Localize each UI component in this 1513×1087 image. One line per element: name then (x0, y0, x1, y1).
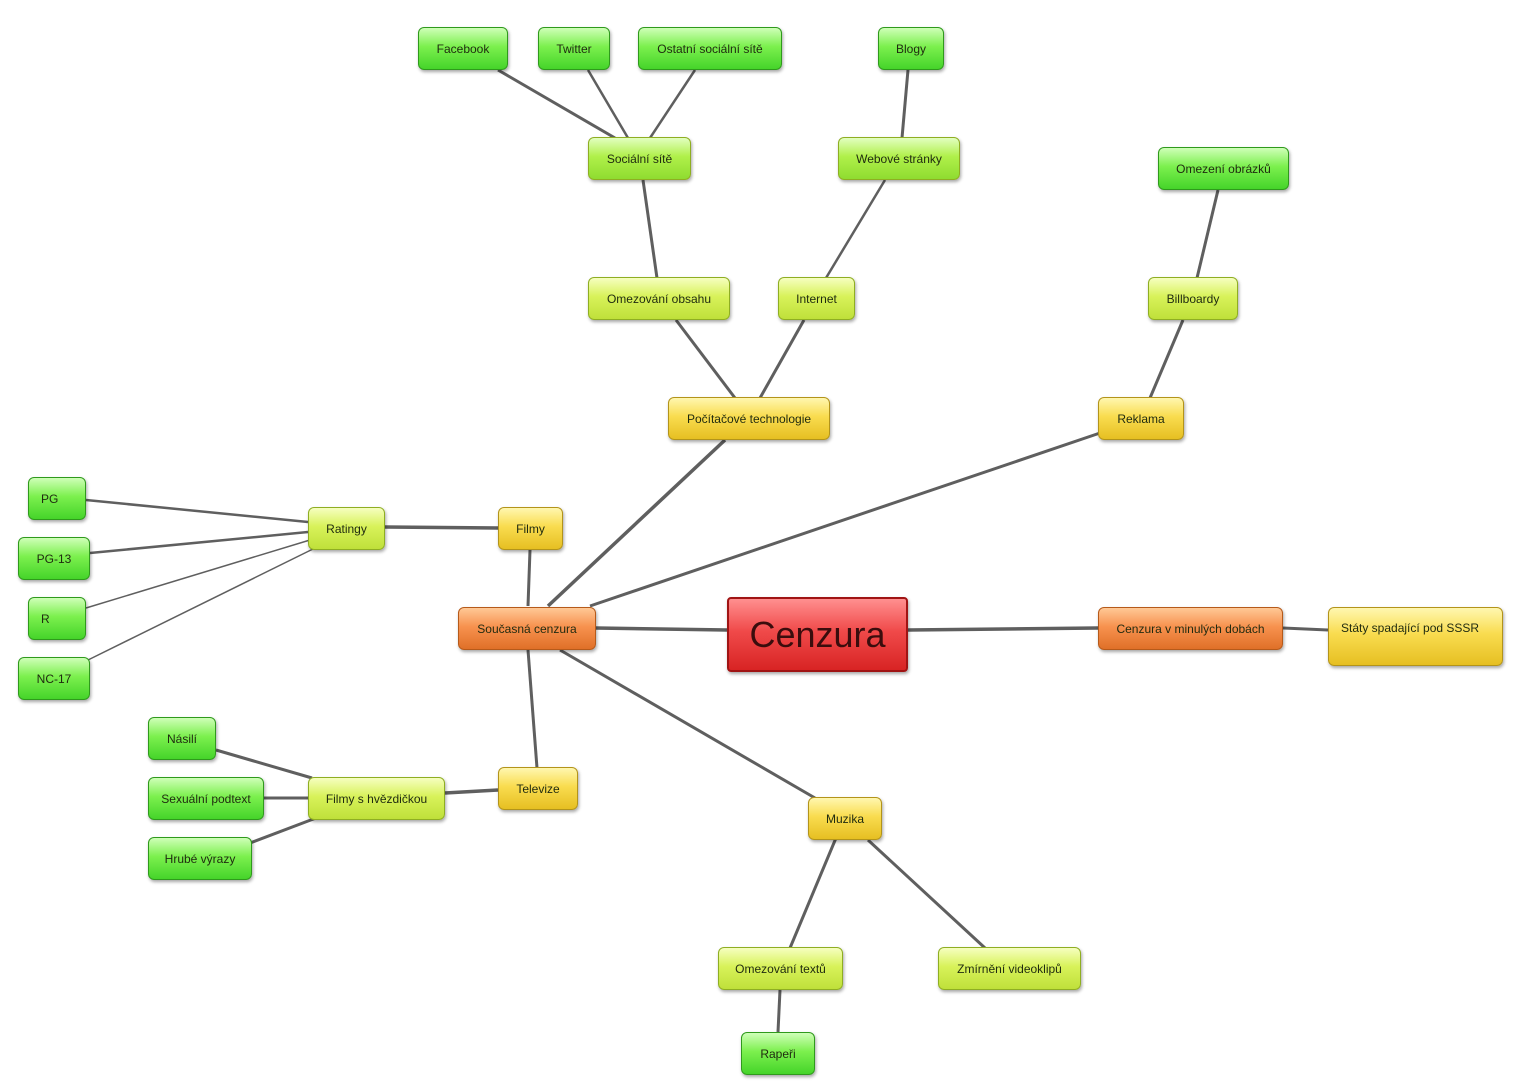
link-reklama-billboardy (1148, 319, 1185, 399)
link-omezovani-socialni (641, 179, 659, 279)
link-omezovani-textu-raperi (776, 989, 782, 1033)
link-socialni-ostatni (648, 69, 697, 139)
node-televize[interactable]: Televize (498, 767, 578, 810)
link-webove-blogy (900, 69, 910, 139)
node-omezovani-textu[interactable]: Omezování textů (718, 947, 843, 990)
node-r[interactable]: R (28, 597, 86, 640)
node-omezeni-obrazku[interactable]: Omezení obrázků (1158, 147, 1289, 190)
node-raperi[interactable]: Rapeři (741, 1032, 815, 1075)
link-ratingy-pg13 (89, 530, 309, 555)
node-pocitacove-technologie[interactable]: Počítačové technologie (668, 397, 830, 440)
link-soucasna-reklama (589, 431, 1101, 608)
node-nasili[interactable]: Násilí (148, 717, 216, 760)
link-hvezdicka-hrube (249, 816, 317, 845)
link-muzika-zmirneni (866, 838, 987, 950)
node-filmy[interactable]: Filmy (498, 507, 563, 550)
node-filmy-s-hvezdickou[interactable]: Filmy s hvězdičkou (308, 777, 445, 820)
link-soucasna-pocitacove (546, 438, 727, 608)
link-soucasna-filmy (526, 549, 532, 607)
link-ratingy-r (85, 539, 311, 609)
node-blogy[interactable]: Blogy (878, 27, 944, 70)
link-ratingy-nc17 (87, 547, 316, 661)
node-twitter[interactable]: Twitter (538, 27, 610, 70)
link-pocitacove-internet (758, 319, 806, 399)
node-zmirneni-videoklipu[interactable]: Zmírnění videoklipů (938, 947, 1081, 990)
link-ratingy-pg (85, 498, 309, 524)
link-internet-webove (824, 179, 887, 279)
node-pg-13[interactable]: PG-13 (18, 537, 90, 580)
node-soucasna-cenzura[interactable]: Současná cenzura (458, 607, 596, 650)
node-muzika[interactable]: Muzika (808, 797, 882, 840)
node-webove-stranky[interactable]: Webové stránky (838, 137, 960, 180)
node-ostatni-socialni-site[interactable]: Ostatní sociální sítě (638, 27, 782, 70)
link-muzika-omezovani-textu (788, 837, 838, 949)
node-hrube-vyrazy[interactable]: Hrubé výrazy (148, 837, 252, 880)
link-filmy-ratingy (384, 525, 499, 530)
node-internet[interactable]: Internet (778, 277, 855, 320)
link-socialni-facebook (497, 68, 616, 140)
link-soucasna-televize (526, 649, 539, 769)
link-soucasna-muzika (559, 648, 816, 800)
link-cenzura-minule (907, 626, 1099, 632)
node-nc-17[interactable]: NC-17 (18, 657, 90, 700)
node-staty-sssr[interactable]: Státy spadající pod SSSR (1328, 607, 1503, 666)
node-ratingy[interactable]: Ratingy (308, 507, 385, 550)
node-sexualni-podtext[interactable]: Sexuální podtext (148, 777, 264, 820)
node-pg[interactable]: PG (28, 477, 86, 520)
node-cenzura-v-minulych-dobach[interactable]: Cenzura v minulých dobách (1098, 607, 1283, 650)
node-cenzura[interactable]: Cenzura (727, 597, 908, 672)
node-socialni-site[interactable]: Sociální sítě (588, 137, 691, 180)
node-reklama[interactable]: Reklama (1098, 397, 1184, 440)
link-socialni-twitter (586, 69, 630, 139)
link-billboardy-omezeni (1195, 189, 1220, 279)
link-cenzura-soucasna (595, 626, 728, 632)
node-billboardy[interactable]: Billboardy (1148, 277, 1238, 320)
link-minule-sssr (1282, 626, 1329, 632)
node-facebook[interactable]: Facebook (418, 27, 508, 70)
link-hvezdicka-nasili (215, 748, 313, 780)
link-televize-hvezdicka (444, 788, 499, 795)
node-omezovani-obsahu[interactable]: Omezování obsahu (588, 277, 730, 320)
link-pocitacove-omezovani (674, 319, 737, 399)
